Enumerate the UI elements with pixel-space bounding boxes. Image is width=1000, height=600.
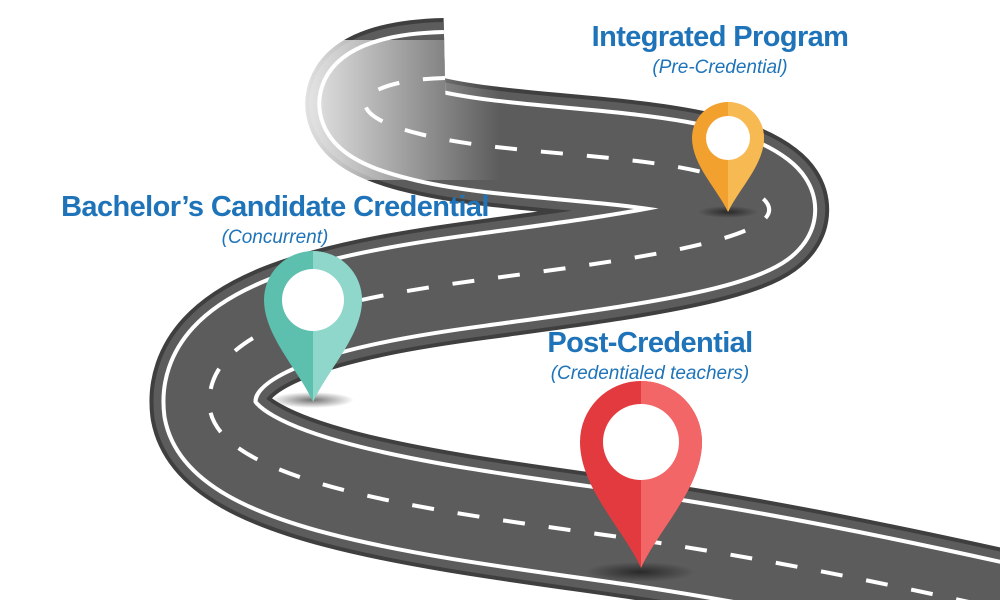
stop-subtitle: (Concurrent) bbox=[221, 227, 329, 248]
location-pin-icon bbox=[580, 381, 702, 568]
location-pin-icon bbox=[264, 251, 362, 402]
pin-shadow-red bbox=[585, 562, 695, 582]
stop-title: Integrated Program bbox=[591, 21, 849, 53]
location-pin-icon bbox=[692, 102, 764, 212]
stop-title: Bachelor’s Candidate Credential bbox=[61, 191, 489, 223]
stop-subtitle: (Pre-Credential) bbox=[652, 57, 788, 78]
stop-title: Post-Credential bbox=[547, 327, 753, 359]
stop-label-post: Post-Credential (Credentialed teachers) bbox=[500, 326, 800, 386]
stop-label-integrated: Integrated Program (Pre-Credential) bbox=[560, 20, 880, 80]
pin-shadow-teal bbox=[270, 392, 354, 408]
road-distance-fade bbox=[270, 40, 500, 180]
stop-label-bachelors: Bachelor’s Candidate Credential (Concurr… bbox=[40, 190, 510, 250]
stop-subtitle: (Credentialed teachers) bbox=[550, 363, 750, 384]
